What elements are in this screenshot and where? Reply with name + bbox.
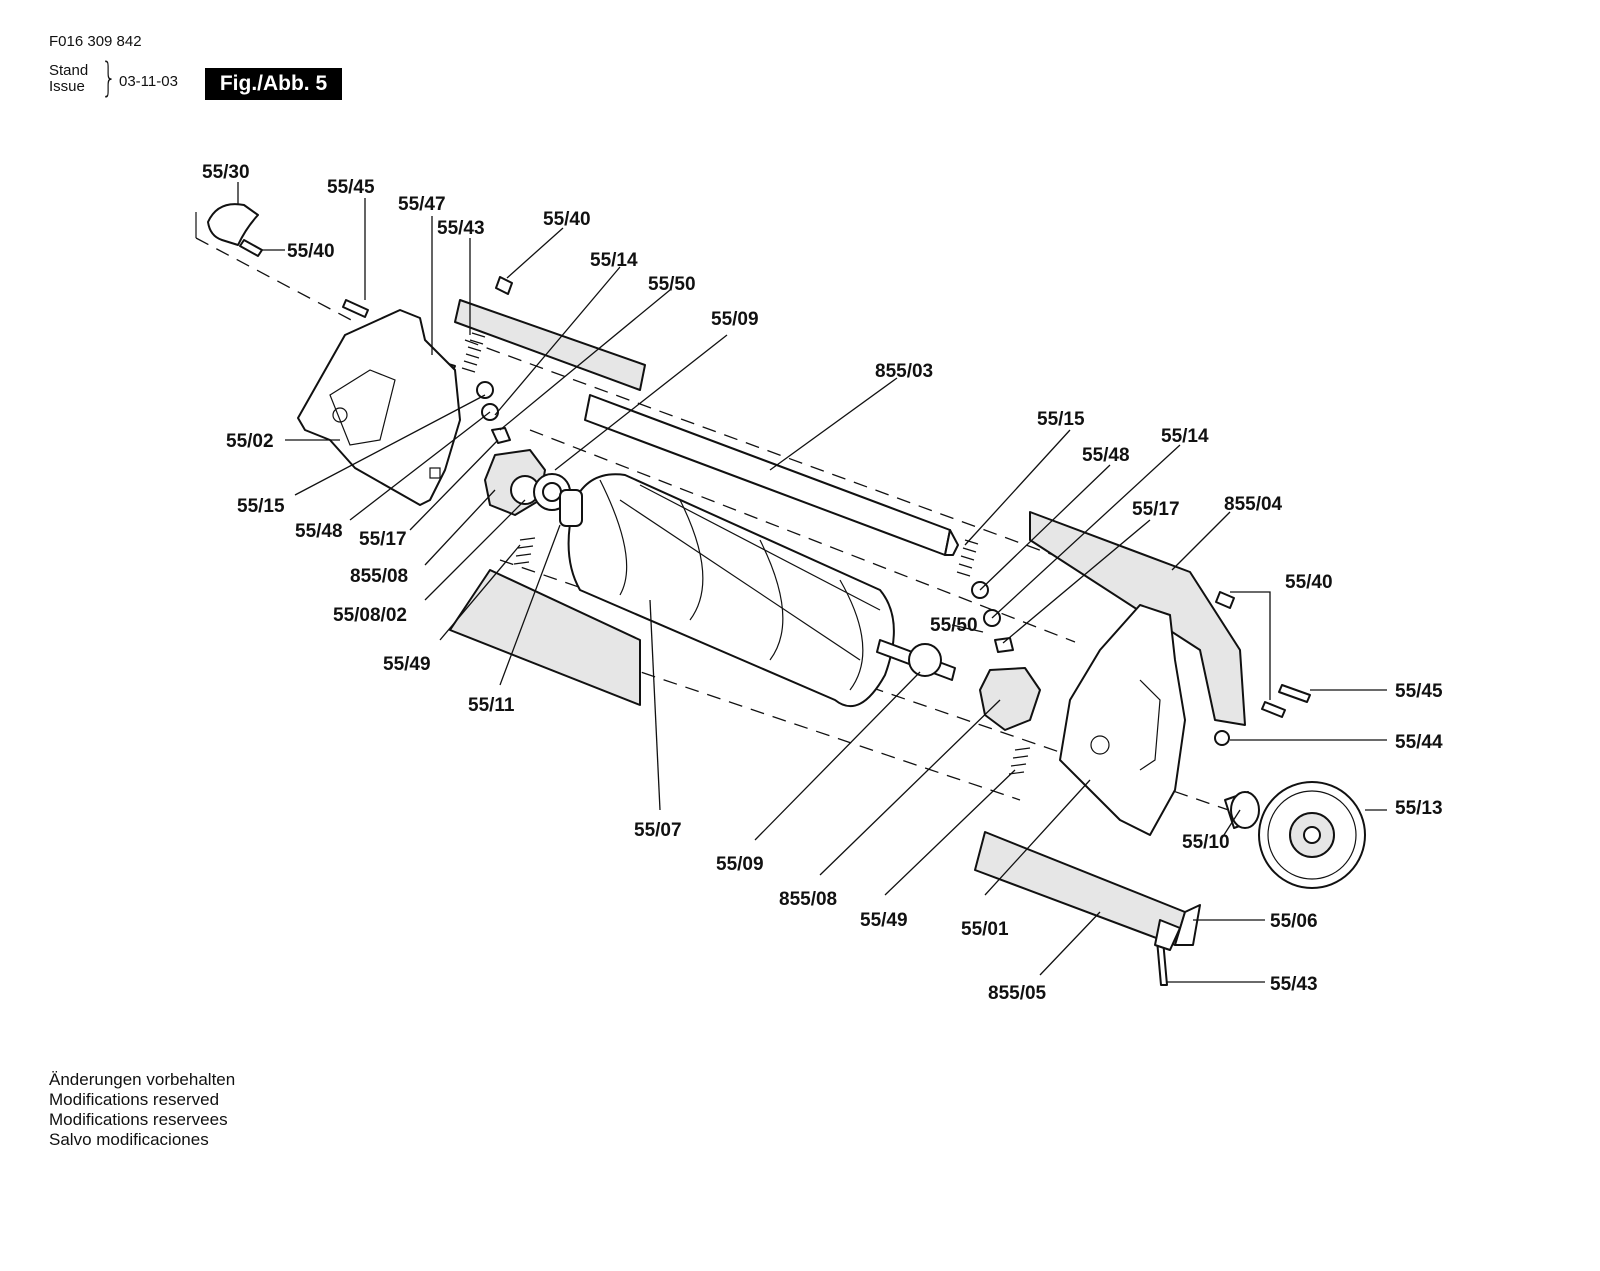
footer-line-es: Salvo modificaciones xyxy=(49,1130,209,1149)
label-55-13: 55/13 xyxy=(1395,798,1443,819)
label-55-30: 55/30 xyxy=(202,162,250,183)
label-855-05: 855/05 xyxy=(988,983,1047,1004)
roller-wheel xyxy=(1214,730,1366,889)
label-55-47: 55/47 xyxy=(398,194,446,215)
left-bearing-housing xyxy=(484,449,571,565)
label-55-40-top: 55/40 xyxy=(543,209,591,230)
end-cap-part xyxy=(195,203,259,246)
label-55-14-left: 55/14 xyxy=(590,250,638,271)
figure-badge: Fig./Abb. 5 xyxy=(205,68,342,100)
top-bar xyxy=(454,299,1246,726)
right-side-plate xyxy=(1059,604,1186,836)
leader-lines xyxy=(237,182,1387,983)
bottom-blade xyxy=(974,831,1201,951)
label-55-43-right: 55/43 xyxy=(1270,974,1318,995)
right-adjuster-parts xyxy=(956,539,1041,775)
modifications-notice: Änderungen vorbehalten Modifications res… xyxy=(49,1070,235,1150)
label-55-50-left: 55/50 xyxy=(648,274,696,295)
label-855-03: 855/03 xyxy=(875,361,933,382)
brace-glyph: } xyxy=(101,55,117,101)
label-55-08-02: 55/08/02 xyxy=(333,605,407,626)
label-55-17-left: 55/17 xyxy=(359,529,407,550)
label-855-08-left: 855/08 xyxy=(350,566,408,587)
left-adjuster-spring xyxy=(461,332,511,444)
issue-label: Issue xyxy=(49,78,85,95)
label-55-07: 55/07 xyxy=(634,820,682,841)
left-side-plate xyxy=(297,309,461,506)
label-55-45-left: 55/45 xyxy=(327,177,375,198)
label-855-04: 855/04 xyxy=(1224,494,1283,515)
label-55-48-right: 55/48 xyxy=(1082,445,1130,466)
label-855-08-right: 855/08 xyxy=(779,889,837,910)
label-55-15-left: 55/15 xyxy=(237,496,285,517)
label-55-49-right: 55/49 xyxy=(860,910,908,931)
label-55-44: 55/44 xyxy=(1395,732,1443,753)
document-number: F016 309 842 xyxy=(49,33,142,50)
label-55-09-bottom: 55/09 xyxy=(716,854,764,875)
label-55-02: 55/02 xyxy=(226,431,274,452)
label-55-45-right: 55/45 xyxy=(1395,681,1443,702)
part-labels: 55/30 55/45 55/47 55/43 55/40 55/40 55/1… xyxy=(202,162,1443,1004)
label-55-11: 55/11 xyxy=(468,695,515,716)
footer-line-fr: Modifications reservees xyxy=(49,1110,228,1129)
label-55-01: 55/01 xyxy=(961,919,1009,940)
label-55-40-right: 55/40 xyxy=(1285,572,1333,593)
issue-date: 03-11-03 xyxy=(119,73,178,90)
label-55-50-right: 55/50 xyxy=(930,615,978,636)
label-55-14-right: 55/14 xyxy=(1161,426,1209,447)
label-55-43-left: 55/43 xyxy=(437,218,485,239)
label-55-06: 55/06 xyxy=(1270,911,1318,932)
label-55-48-left: 55/48 xyxy=(295,521,343,542)
label-55-10: 55/10 xyxy=(1182,832,1230,853)
stand-label: Stand xyxy=(49,62,89,79)
footer-line-en: Modifications reserved xyxy=(49,1090,220,1109)
label-55-40-cap: 55/40 xyxy=(287,241,335,262)
stand-issue-label: Stand Issue xyxy=(49,63,88,95)
footer-line-de: Änderungen vorbehalten xyxy=(49,1070,236,1089)
label-55-49-left: 55/49 xyxy=(383,654,431,675)
label-55-09-top: 55/09 xyxy=(711,309,759,330)
cutting-reel xyxy=(559,473,956,708)
label-55-15-right: 55/15 xyxy=(1037,409,1085,430)
label-55-17-right: 55/17 xyxy=(1132,499,1180,520)
